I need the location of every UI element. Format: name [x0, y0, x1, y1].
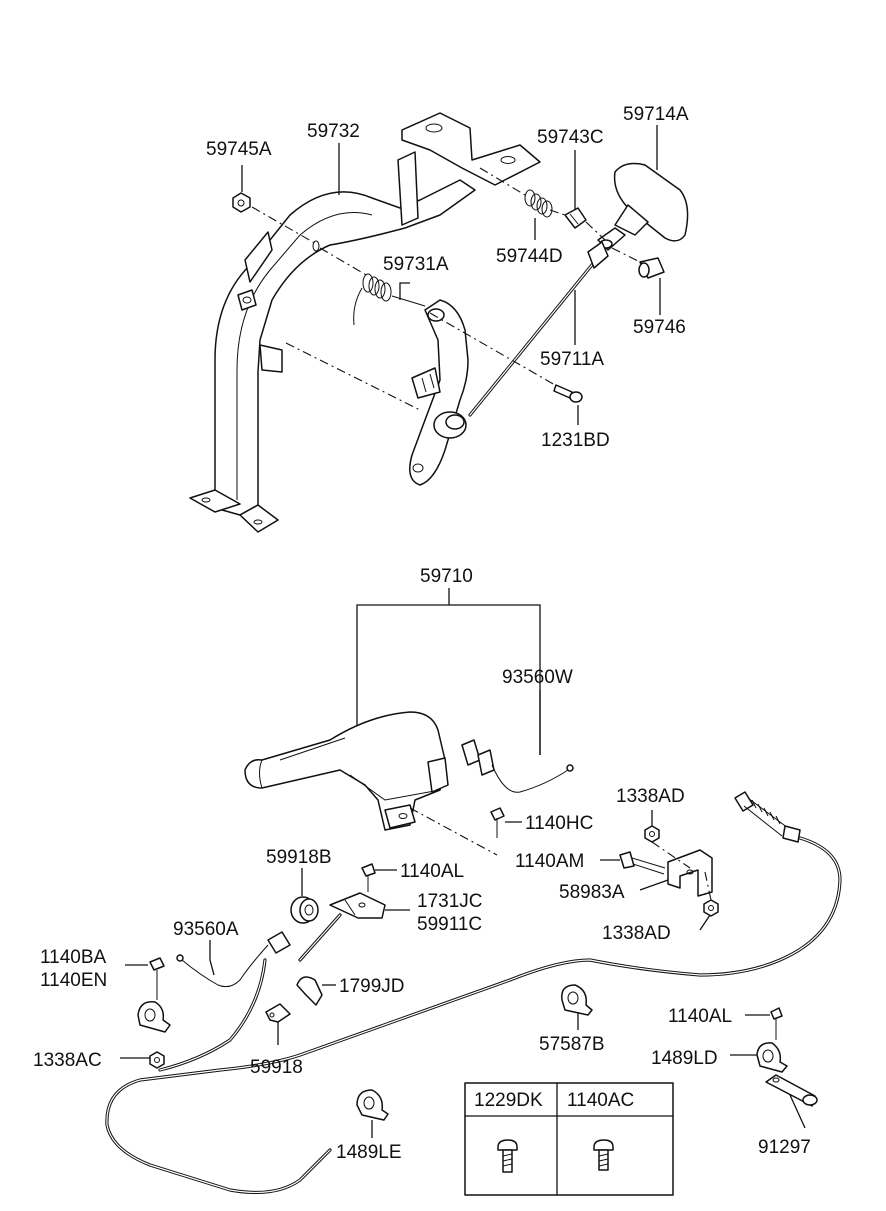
table-header-1140AC: 1140AC [567, 1090, 634, 1111]
table-header-1229DK: 1229DK [474, 1090, 543, 1111]
label-59731A: 59731A [383, 254, 449, 275]
label-59918: 59918 [250, 1057, 303, 1078]
fastener-table: 1229DK 1140AC [464, 1082, 674, 1196]
top-guide-lines [241, 125, 661, 425]
screw-1140HC [490, 807, 522, 838]
label-59744D: 59744D [496, 246, 563, 267]
label-59745A: 59745A [206, 139, 272, 160]
label-57587B: 57587B [539, 1034, 605, 1055]
label-1140AL-left: 1140AL [400, 861, 464, 882]
ground-strap-91297 [765, 1074, 818, 1129]
cable-59711A [468, 241, 609, 417]
label-93560W: 93560W [502, 667, 573, 688]
bracket-59732 [189, 112, 541, 533]
bolt-1140AM [600, 851, 666, 875]
label-1231BD: 1231BD [541, 430, 610, 451]
spring-59744D [524, 189, 553, 218]
clamp-left [137, 1001, 171, 1033]
handle-cover [244, 711, 449, 831]
label-1140HC: 1140HC [525, 813, 593, 834]
clip-1799JD [296, 976, 336, 1006]
label-91297: 91297 [758, 1137, 811, 1158]
lever-arm [409, 299, 469, 486]
clamp-57587B [561, 984, 593, 1030]
label-59710: 59710 [420, 566, 473, 587]
label-59743C: 59743C [537, 127, 604, 148]
label-1140AL-right: 1140AL [668, 1006, 732, 1027]
label-1489LE: 1489LE [336, 1142, 402, 1163]
spring-59731A [353, 273, 426, 326]
nut-1338AD-top [644, 810, 660, 843]
label-1338AC: 1338AC [33, 1050, 102, 1071]
label-59918B: 59918B [266, 847, 332, 868]
switch-93560A [176, 931, 291, 988]
bolt-1229DK-icon [497, 1139, 518, 1173]
clip-59743C [564, 207, 587, 229]
bolt-1231BD [553, 384, 583, 403]
bolt-1140AC-icon [593, 1139, 614, 1171]
grommet-59918B [290, 868, 319, 924]
label-59911C: 59911C [417, 914, 482, 935]
label-1140EN: 1140EN [40, 970, 107, 991]
bracket-59710 [356, 588, 541, 755]
label-1731JC: 1731JC [417, 891, 483, 912]
bracket-58983A [639, 841, 713, 901]
label-93560A: 93560A [173, 919, 239, 940]
label-1338AD-top: 1338AD [616, 786, 685, 807]
label-59711A: 59711A [540, 349, 604, 370]
guide-line-console [409, 807, 498, 856]
label-59732: 59732 [307, 121, 360, 142]
label-1799JD: 1799JD [339, 976, 405, 997]
pin-59746 [638, 257, 665, 279]
label-1338AD-bottom: 1338AD [602, 923, 671, 944]
label-58983A: 58983A [559, 882, 625, 903]
clamp-1489LE [356, 1089, 389, 1138]
nut-1338AD-bottom [699, 899, 719, 931]
label-1140AM: 1140AM [515, 851, 584, 872]
screw-1140AL-left [361, 863, 397, 892]
clamp-1489LD [730, 1042, 788, 1073]
switch-93560W [461, 690, 574, 793]
screw-1140AL-right [745, 1007, 783, 1040]
handle-59714A [597, 162, 689, 251]
bolt-1140BA [125, 957, 165, 1000]
brake-cable-main [105, 791, 842, 1195]
part-labels: 59745A 59732 59743C 59714A 59744D 59731A… [33, 104, 811, 1163]
label-1489LD: 1489LD [651, 1048, 718, 1069]
label-1140BA: 1140BA [40, 947, 107, 968]
label-59746: 59746 [633, 317, 686, 338]
clip-59918 [265, 1003, 291, 1045]
bracket-59911C [298, 892, 410, 962]
label-59714A: 59714A [623, 104, 689, 125]
nut-1338AC [120, 1051, 165, 1069]
nut-59745A [232, 192, 251, 213]
